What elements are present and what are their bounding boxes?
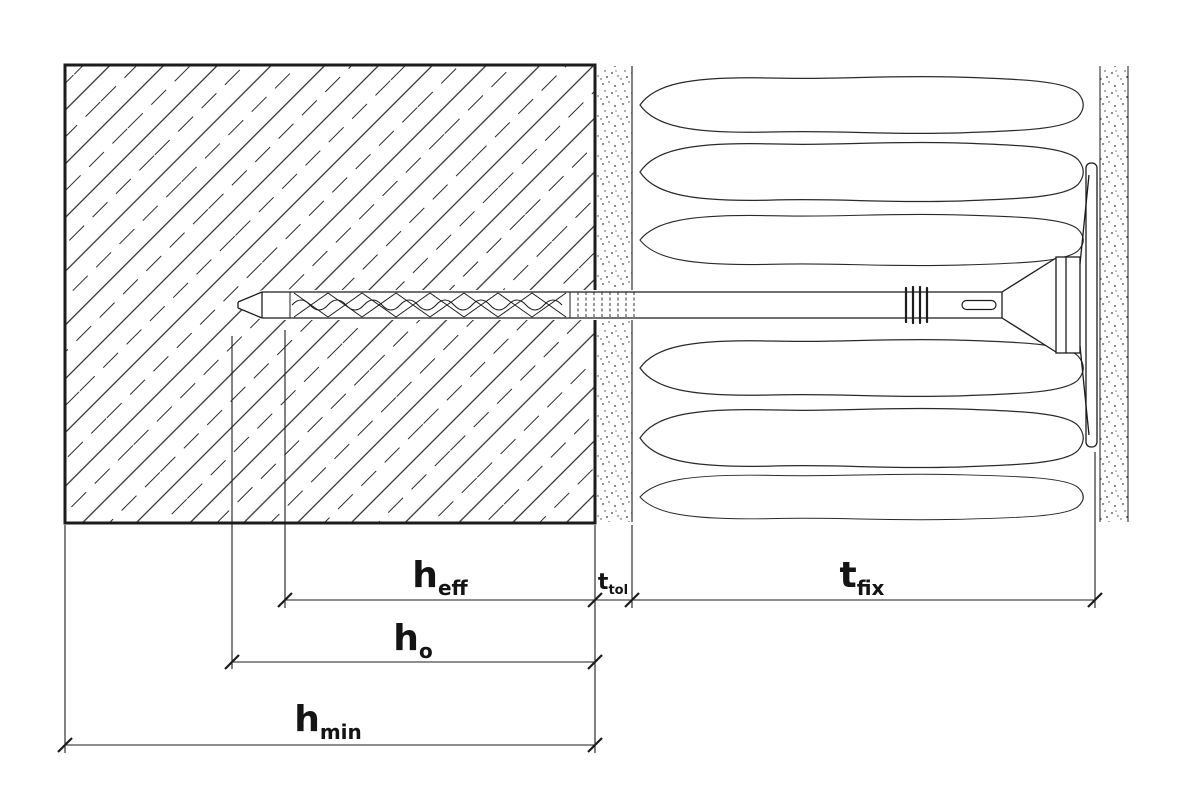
render-layer-fill <box>1100 66 1128 522</box>
render-layer <box>1099 66 1129 522</box>
anchor-ribs <box>904 285 929 325</box>
extension-lines <box>64 330 1096 753</box>
anchor-tolerance-zone <box>577 292 635 318</box>
anchor-barbs <box>293 292 567 318</box>
insulation-anchor <box>237 162 1098 448</box>
dim-label-h-min: hmin <box>294 699 362 744</box>
anchor-cone <box>1001 257 1057 353</box>
anchor-shaft <box>262 291 1002 319</box>
dimension-lines <box>65 599 1095 746</box>
anchor-washer <box>1085 162 1098 448</box>
dim-label-t-fix: tfix <box>840 555 885 600</box>
dim-label-h-o: ho <box>393 618 432 663</box>
dimensioning: heff ttol tfix ho hmin <box>57 330 1103 753</box>
dim-label-h-eff: heff <box>412 555 468 600</box>
anchor-expansion-zone <box>289 292 571 318</box>
anchor-cone-mask <box>1002 258 1056 352</box>
anchor-washer-mask <box>1086 163 1097 447</box>
anchor-plate <box>1055 174 1090 436</box>
anchor-plate-mask <box>1056 257 1080 353</box>
anchor-core-wave <box>291 299 563 311</box>
anchor-tip <box>237 291 263 319</box>
anchor-head-slot <box>961 299 997 311</box>
dim-label-t-tol: ttol <box>598 570 628 598</box>
dimension-ticks <box>57 592 1103 753</box>
anchor-body-mask <box>238 290 1004 320</box>
